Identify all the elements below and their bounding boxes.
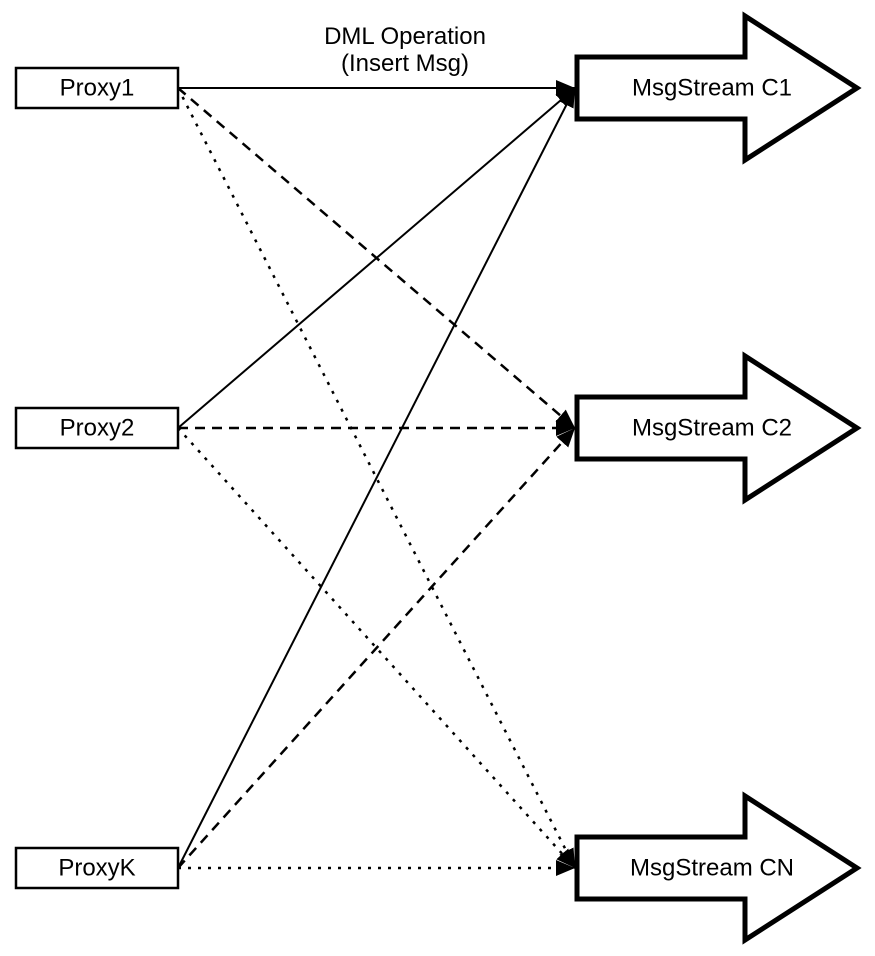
proxy-node-proxy2: Proxy2 <box>14 406 180 450</box>
proxyk-label: ProxyK <box>58 855 135 882</box>
msgstream-c2-arrow-shape <box>574 351 862 505</box>
msgstream-cn-arrow-shape <box>574 791 862 945</box>
dml-operation-label-line2: (Insert Msg) <box>341 50 469 77</box>
connection-line-proxyk-c2 <box>177 427 576 869</box>
msgstream-node-c2: MsgStream C2 <box>574 351 862 505</box>
proxyk-box <box>14 846 180 890</box>
msgstream-node-c1: MsgStream C1 <box>574 11 862 165</box>
msgstream-cn-label: MsgStream CN <box>630 855 794 882</box>
msgstream-c2-label: MsgStream C2 <box>632 415 792 442</box>
proxy-node-proxyk: ProxyK <box>14 846 180 890</box>
connection-line-proxy2-c1 <box>177 87 576 429</box>
proxy1-label: Proxy1 <box>60 75 135 102</box>
connection-line-proxyk-c1 <box>177 87 576 869</box>
msgstream-c1-arrow-shape <box>574 11 862 165</box>
proxy-node-proxy1: Proxy1 <box>14 66 180 110</box>
msgstream-node-cn: MsgStream CN <box>574 791 862 945</box>
connections-layer <box>176 80 577 876</box>
proxy1-box <box>14 66 180 110</box>
proxy2-box <box>14 406 180 450</box>
proxy2-label: Proxy2 <box>60 415 135 442</box>
msgstream-c1-label: MsgStream C1 <box>632 75 792 102</box>
dml-operation-label-line1: DML Operation <box>324 23 486 50</box>
